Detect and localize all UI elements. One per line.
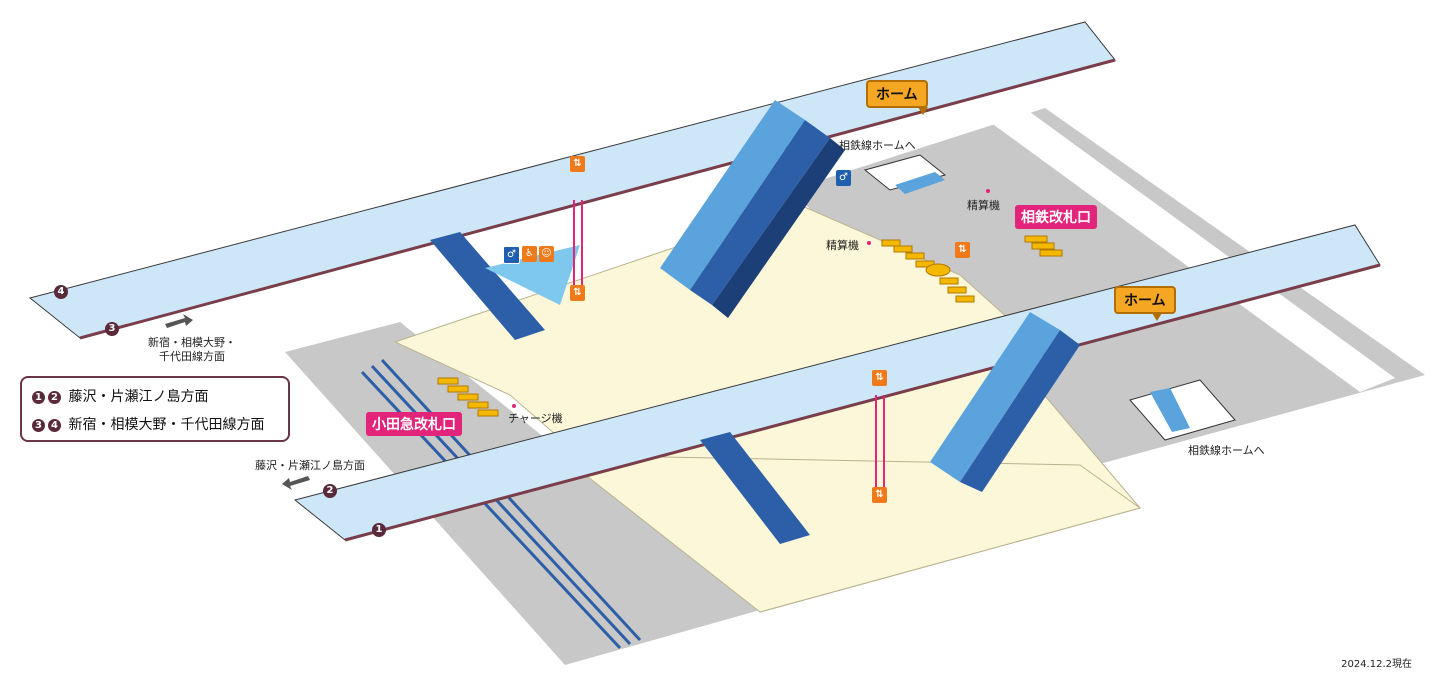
odakyu-gate-label: 小田急改札口 — [366, 412, 462, 436]
baby-room-icon: ☺ — [539, 246, 554, 262]
charge-marker — [512, 404, 516, 408]
sotetsu-home-label-right: 相鉄線ホームへ — [1188, 444, 1265, 457]
legend-text-1: 藤沢・片瀬江ノ島方面 — [68, 389, 209, 405]
direction-lower-label: 藤沢・片瀬江ノ島方面 — [255, 459, 365, 472]
escalator-lower — [930, 312, 1080, 492]
legend-num-3: 3 — [32, 418, 45, 432]
platform-number-4: 4 — [54, 285, 68, 299]
direction-upper-line2: 千代田線方面 — [159, 350, 225, 363]
home-label-right: ホーム — [1114, 286, 1176, 321]
fare-adjust-label-1: 精算機 — [967, 199, 1000, 212]
arrow-to-shinjuku — [165, 314, 193, 328]
legend-num-4: 4 — [48, 418, 61, 432]
stairs-lower — [700, 432, 810, 544]
white-strip — [990, 112, 1395, 392]
elevator-icon-upper-2: ⇅ — [570, 285, 587, 301]
restroom-icon-odakyu: ♂ ♿ ☺ — [503, 246, 556, 264]
stairs-upper — [430, 232, 545, 340]
restroom-icon-sotetsu: ♂ — [836, 170, 853, 186]
direction-upper-label: 新宿・相模大野・ 千代田線方面 — [148, 336, 236, 364]
elevator-shaft-lower — [875, 395, 885, 487]
platform-number-2: 2 — [323, 484, 337, 498]
escalator-upper — [660, 100, 845, 318]
direction-upper-line1: 新宿・相模大野・ — [148, 336, 236, 349]
legend-num-2: 2 — [48, 390, 61, 404]
elevator-icon-upper-1: ⇅ — [570, 156, 587, 172]
platform-number-3: 3 — [105, 322, 119, 336]
accessible-restroom-icon: ♿ — [522, 246, 537, 262]
elevator-icon-lower-1: ⇅ — [872, 370, 889, 386]
charge-machine-label: チャージ機 — [508, 412, 563, 425]
fare-adjust-marker-2 — [867, 241, 871, 245]
odakyu-gates — [437, 377, 499, 417]
sotetsu-gate-label: 相鉄改札口 — [1015, 205, 1097, 229]
fare-adjust-marker-1 — [986, 189, 990, 193]
sotetsu-gates-right — [1024, 235, 1063, 257]
elevator-icon-lower-2: ⇅ — [872, 487, 889, 503]
home-label-top: ホーム — [866, 80, 928, 115]
date-label: 2024.12.2現在 — [1341, 659, 1412, 670]
legend-text-2: 新宿・相模大野・千代田線方面 — [68, 417, 265, 433]
elevator-icon-concourse: ⇅ — [955, 242, 972, 258]
platform-number-1: 1 — [372, 523, 386, 537]
platform-lower-edge — [344, 263, 1381, 542]
platform-upper-edge — [79, 58, 1116, 340]
track-area-right — [790, 108, 1425, 468]
fare-adjust-label-2: 精算機 — [826, 239, 859, 252]
concourse-lower — [558, 454, 1142, 613]
escalator-sotetsu-right — [1129, 379, 1236, 441]
opening-sotetsu-top — [863, 154, 947, 194]
elevator-shaft-upper — [573, 200, 583, 288]
restroom-area — [485, 245, 580, 305]
sotetsu-home-label-top: 相鉄線ホームへ — [839, 139, 916, 152]
legend-num-1: 1 — [32, 390, 45, 404]
arrow-to-fujisawa — [282, 476, 310, 490]
sotetsu-gates-curve — [881, 239, 975, 303]
